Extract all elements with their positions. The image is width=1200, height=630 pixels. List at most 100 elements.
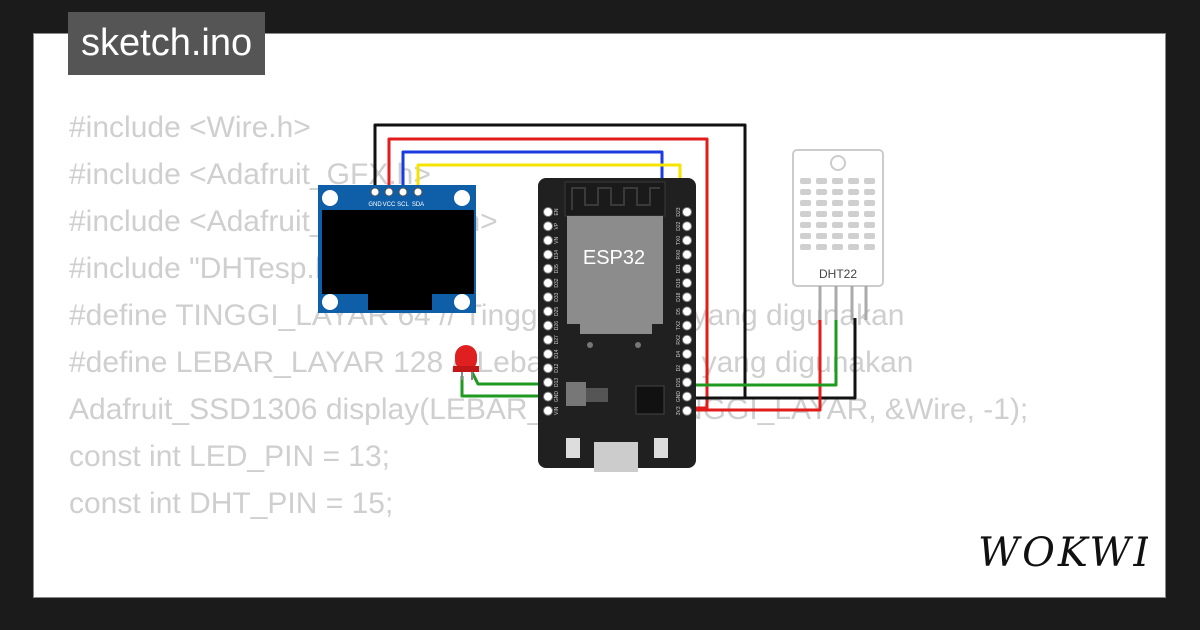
esp32-pin-label: D34 [554,250,560,259]
esp32-pin[interactable] [682,249,692,260]
esp32-pin[interactable] [543,363,553,374]
esp32-pin[interactable] [543,334,553,345]
esp32-pin[interactable] [682,405,692,416]
esp32-pin[interactable] [682,334,692,345]
esp32-pin[interactable] [543,263,553,274]
dht22-sensor[interactable]: DHT22 [792,149,884,320]
esp32-pin-label: D26 [554,321,560,330]
dht-grille-slot [832,211,843,217]
esp32-pin[interactable] [682,349,692,359]
esp32-pin-label: D25 [554,307,560,316]
esp32-pin[interactable] [682,221,692,232]
esp32-pin[interactable] [682,306,692,317]
esp32-pin-label: D27 [554,335,560,344]
esp32-pin[interactable] [543,306,553,317]
esp32-pin-label: D22 [676,221,682,230]
dht-grille-slot [800,178,811,184]
esp32-pin[interactable] [543,320,553,331]
esp32-pin[interactable] [682,320,692,331]
esp32-pin[interactable] [543,349,553,359]
dht-grille-slot [848,233,859,239]
esp32-pin-label: GND [676,391,682,403]
esp32-module [567,216,663,324]
dht-grille-slot [848,244,859,250]
dht-grille-slot [832,222,843,228]
esp32-pin[interactable] [543,278,553,288]
dht-grille-slot [848,189,859,195]
boot-button[interactable] [566,438,580,458]
esp32-pin-label: D12 [554,363,560,372]
dht-grille-slot [864,233,875,239]
dht-grille-slot [864,222,875,228]
dht-grille-slot [864,211,875,217]
oled-pin-label: SDA [412,202,424,208]
esp32-pin[interactable] [682,391,692,402]
dht-grille-slot [864,244,875,250]
code-editor-text: #include <Wire.h>#include <Adafruit_GFX.… [69,104,1028,527]
esp32-pin[interactable] [543,292,553,303]
esp32-pin-label: VIN [554,406,560,415]
esp32-pin-label: D15 [676,378,682,387]
dht-grille-slot [800,189,811,195]
esp32-pin[interactable] [682,263,692,274]
wire-dht-vcc-red [690,318,822,412]
dht-grille-slot [816,200,827,206]
dht-grille-slot [864,200,875,206]
wire-dht-gnd-black [690,318,857,400]
wokwi-logo: WOKWI [978,530,1148,576]
code-line: const int DHT_PIN = 15; [69,487,394,520]
esp32-pin[interactable] [682,377,692,388]
dht-grille-slot [864,189,875,195]
esp32-pin-label: TX2 [676,321,682,330]
dht-grille-slot [816,189,827,195]
esp32-pin[interactable] [682,292,692,303]
dht-grille-slot [800,244,811,250]
esp32-pin[interactable] [682,363,692,374]
reset-button[interactable] [654,438,668,458]
esp32-pin-label: RX0 [676,250,682,260]
dht-grille-slot [816,233,827,239]
dht22-label: DHT22 [819,267,857,281]
dht-grille-slot [848,211,859,217]
esp32-pin[interactable] [682,207,692,217]
esp32-pin-label: 3V3 [676,406,682,415]
dht-grille-slot [800,233,811,239]
esp32-pin-label: EN [554,208,560,215]
esp32-pin[interactable] [543,221,553,232]
code-line: #include "DHTesp.h" [69,252,343,285]
esp32-pin[interactable] [543,235,553,246]
esp32-pin[interactable] [543,207,553,217]
esp32-pin-label: D18 [676,292,682,301]
esp32-pin[interactable] [543,405,553,416]
dht-grille-slot [800,211,811,217]
dht-grille-slot [816,211,827,217]
esp32-pin-label: D19 [676,278,682,287]
wire-led-green-2 [460,376,548,398]
esp32-pin-label: D14 [554,349,560,358]
dht-grille-slot [848,200,859,206]
esp32-pin[interactable] [543,249,553,260]
oled-display[interactable]: GND VCC SCL SDA [318,185,476,313]
esp32-pin[interactable] [682,235,692,246]
esp32-pin[interactable] [682,278,692,288]
esp32-pin-label: D21 [676,264,682,273]
esp32-pin-label: VN [554,237,560,244]
code-line: Adafruit_SSD1306 display(LEBAR_LAYAR, TI… [69,393,1029,426]
esp32-pin-label: D2 [676,365,682,372]
oled-pin-label: SCL [397,202,409,208]
esp32-board[interactable]: ESP32 ENVPVND34D35D32D33D25D26D27D14D12D… [538,178,696,472]
esp32-pin[interactable] [543,377,553,388]
wokwi-logo-text: WOKWI [978,530,1148,576]
esp32-pin[interactable] [543,391,553,402]
esp32-pin-label: D32 [554,278,560,287]
red-led[interactable] [453,345,479,380]
dht-grille-slot [816,222,827,228]
file-name-tab[interactable]: sketch.ino [68,12,266,75]
code-line: #include <Wire.h> [69,111,311,144]
oled-screen [322,210,474,294]
esp32-pin-label: D4 [676,351,682,358]
dht-grille-slot [800,222,811,228]
esp32-right-pins: D23D22TX0RX0D21D19D18D5TX2RX2D4D2D15GND3… [676,207,692,416]
dht-grille-slot [848,178,859,184]
